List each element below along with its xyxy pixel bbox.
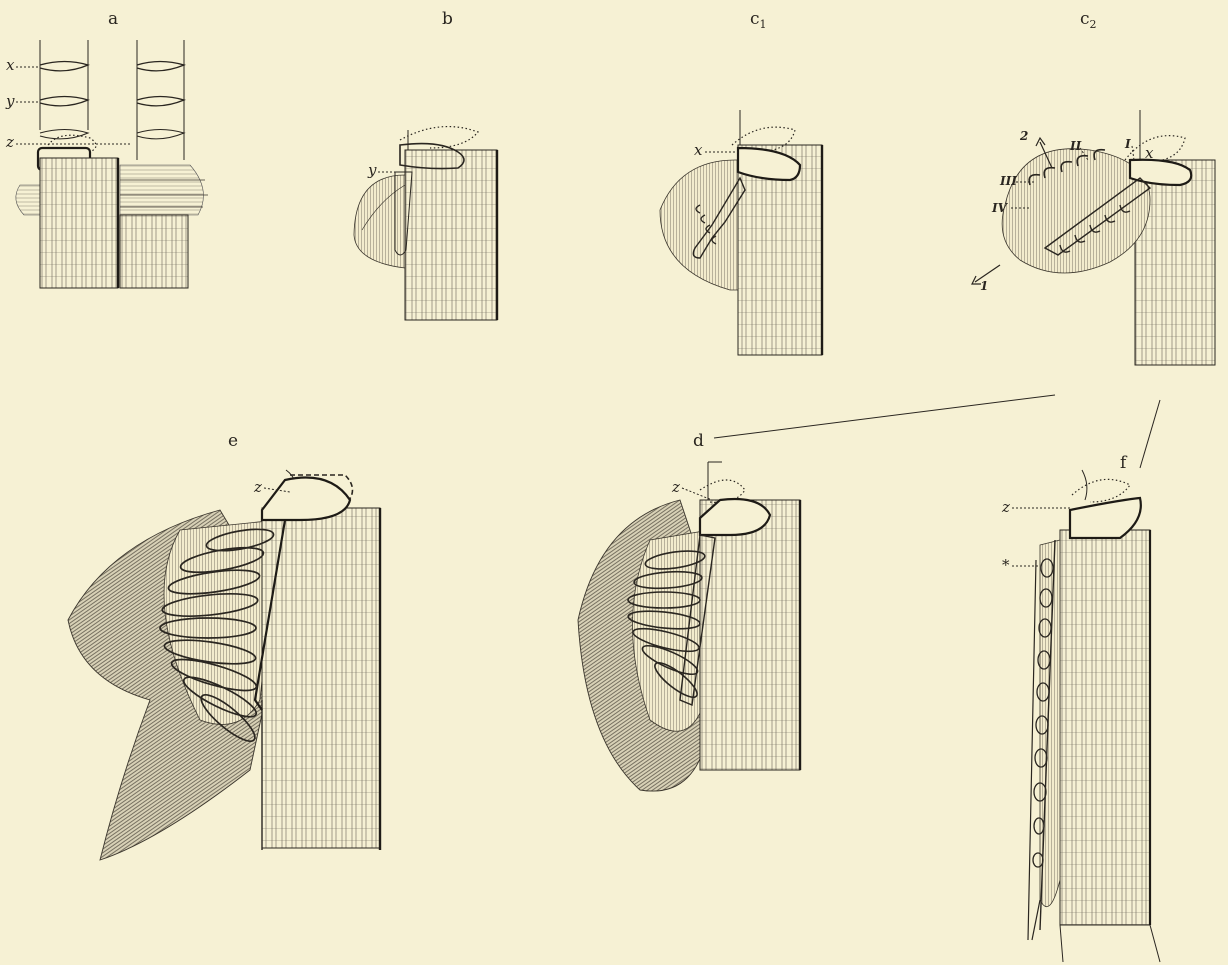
panel-c1-label: c1 [750, 9, 767, 31]
mark-b-y: y [367, 161, 377, 179]
connector-d [714, 395, 1055, 438]
mark-c2-III: III [999, 174, 1017, 188]
panel-c2-label: c2 [1080, 9, 1097, 31]
mark-c2-x: x [1145, 144, 1154, 162]
panel-d: d z [578, 431, 800, 791]
panel-a-label: a [108, 9, 118, 29]
panel-c1: c1 x [660, 9, 822, 355]
panel-b-label: b [442, 9, 453, 29]
panel-f-label: f [1120, 453, 1128, 473]
panel-d-label: d [693, 431, 704, 451]
c2-subscript: 2 [1090, 18, 1097, 31]
mark-f-asterisk: * [1002, 556, 1010, 574]
mark-c2-II: II [1069, 139, 1082, 153]
mark-f-z: z [1001, 498, 1010, 516]
panel-a: a x y z [5, 9, 208, 288]
panel-c2: c2 2 II I x III IV 1 [972, 9, 1215, 365]
c2-letter: c [1080, 9, 1090, 29]
mark-a-z: z [5, 133, 14, 151]
mark-c2-arrow1: 1 [980, 279, 988, 293]
panel-e: e z [68, 431, 380, 860]
c1-subscript: 1 [760, 18, 767, 31]
mark-a-y: y [5, 92, 15, 110]
panel-f: f z * [1001, 453, 1160, 962]
connector-f [1140, 400, 1160, 468]
panel-e-label: e [228, 431, 238, 451]
mark-c1-x: x [694, 141, 703, 159]
mark-e-z: z [253, 478, 262, 496]
mark-d-z: z [671, 478, 680, 496]
mark-a-x: x [6, 56, 15, 74]
mark-c2-IV: IV [991, 201, 1009, 215]
mark-c2-I: I [1124, 137, 1131, 151]
panel-b: b y [354, 9, 497, 320]
mark-c2-arrow2: 2 [1019, 129, 1028, 143]
c1-letter: c [750, 9, 760, 29]
